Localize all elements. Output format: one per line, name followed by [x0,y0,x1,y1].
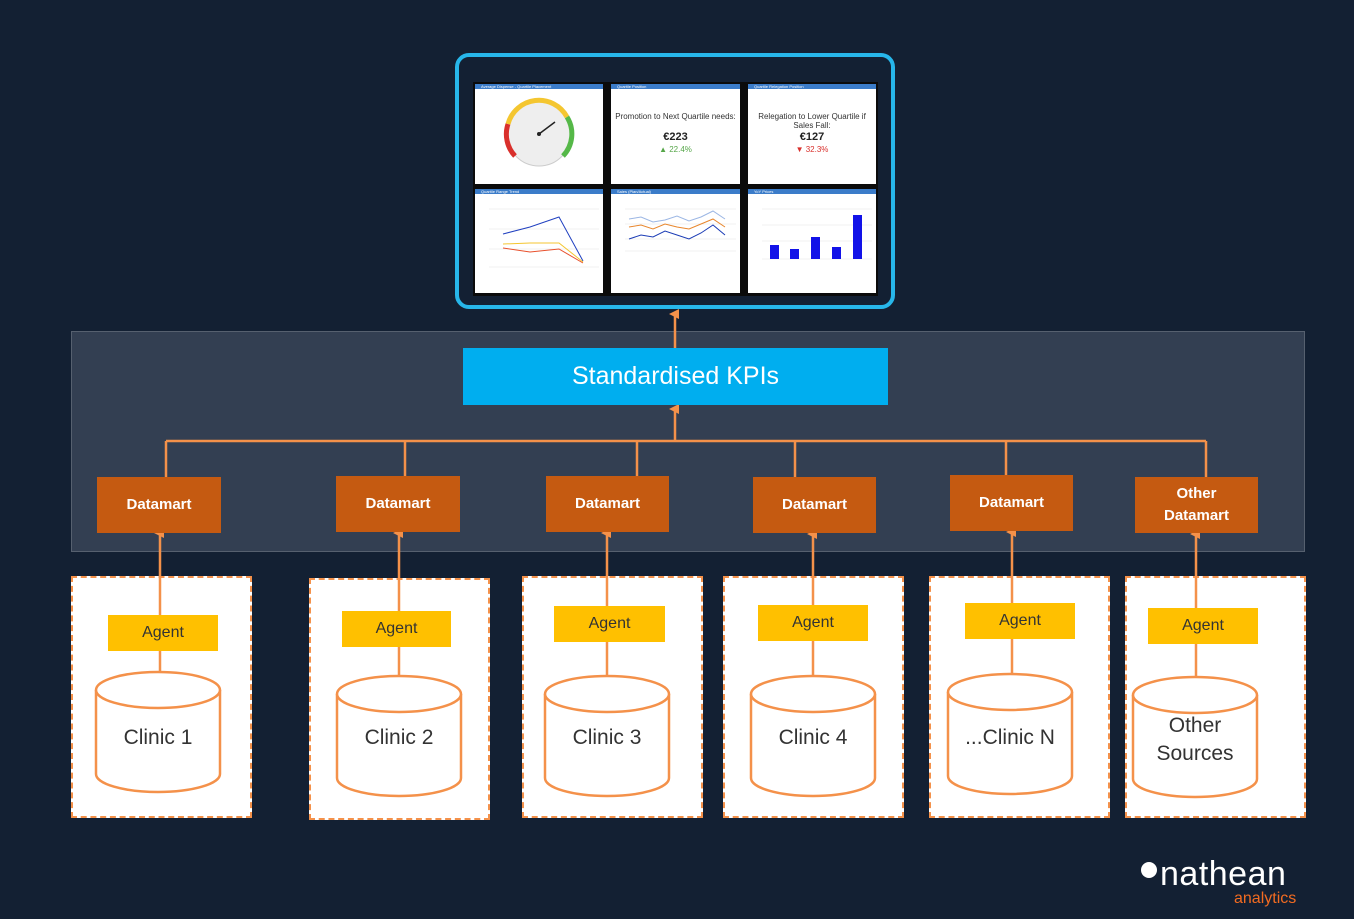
database-icon [543,674,671,798]
logo-subtitle: analytics [1234,890,1297,907]
yoy-prices-panel: YoY Prices [748,189,876,293]
relegation-panel: Quartile Relegation Position Relegation … [748,84,876,184]
range-trend-panel: Quartile Range Trend [475,189,603,293]
source-label-2: Clinic 2 [364,725,434,749]
database-icon [749,674,877,798]
panel-title: Average Dispense - Quartile Placement [475,84,603,89]
logo-name: nathean [1160,855,1287,893]
panel-title: Sales (Plan/Actual) [611,189,740,194]
promotion-value: €223 [663,131,688,143]
agent-2: Agent [342,611,451,647]
source-label-1: Clinic 1 [123,725,193,749]
panel-title: Quartile Range Trend [475,189,603,194]
gauge-icon [503,97,575,167]
source-label-4: Clinic 4 [778,725,848,749]
agent-1: Agent [108,615,218,651]
dashboard-screen: Average Dispense - Quartile Placement Qu… [473,82,878,296]
sales-panel: Sales (Plan/Actual) [611,189,740,293]
datamart-3: Datamart [546,476,669,532]
relegation-change: ▼ 32.3% [795,145,829,154]
promotion-panel: Quartile Position Promotion to Next Quar… [611,84,740,184]
datamart-5: Datamart [950,475,1073,531]
line-chart-icon [489,208,599,268]
multi-line-chart-icon [625,208,736,252]
source-label-5: ...Clinic N [965,725,1055,749]
agent-5: Agent [965,603,1075,639]
database-icon [946,672,1074,796]
datamart-1: Datamart [97,477,221,533]
agent-3: Agent [554,606,665,642]
database-icon [1131,675,1259,799]
logo-dot-icon [1141,862,1157,878]
panel-title: Quartile Position [611,84,740,89]
source-label-3: Clinic 3 [572,725,642,749]
agent-other: Agent [1148,608,1258,644]
database-icon [335,674,463,798]
relegation-label: Relegation to Lower Quartile if Sales Fa… [758,112,866,130]
database-icon [94,670,222,794]
datamart-4: Datamart [753,477,876,533]
gauge-panel: Average Dispense - Quartile Placement [475,84,603,184]
agent-4: Agent [758,605,868,641]
standardised-kpis-box: Standardised KPIs [463,348,888,405]
promotion-change: ▲ 22.4% [659,145,692,154]
source-label-other: Other Sources [1156,713,1234,765]
bar-chart-icon [762,208,872,260]
datamart-other: Other Datamart [1135,477,1258,533]
promotion-label: Promotion to Next Quartile needs: [615,112,736,121]
relegation-value: €127 [799,131,825,143]
panel-title: YoY Prices [748,189,876,194]
datamart-2: Datamart [336,476,460,532]
panel-title: Quartile Relegation Position [748,84,876,89]
